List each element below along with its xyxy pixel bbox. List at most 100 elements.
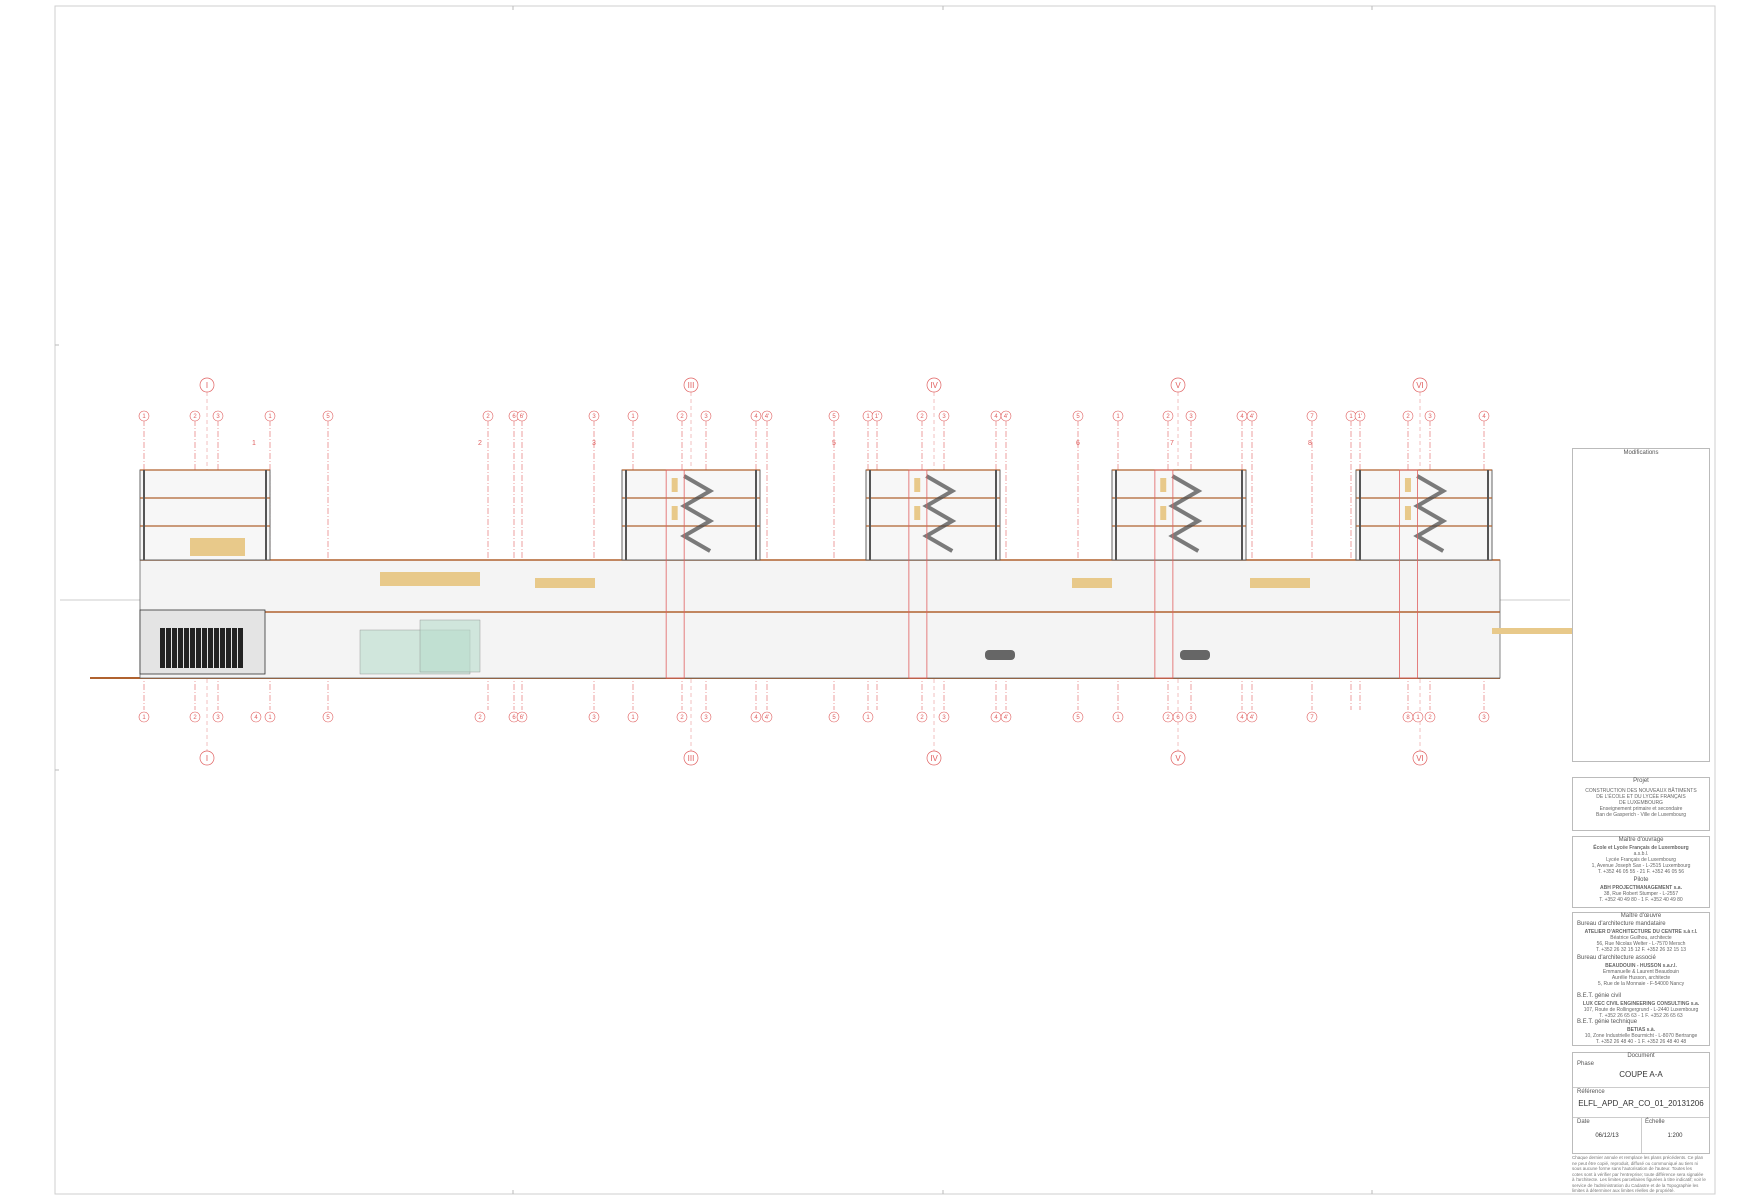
grid-label-bottom: 2 xyxy=(1166,715,1170,721)
seat-row xyxy=(220,628,225,668)
ramp xyxy=(1492,628,1572,634)
grid-label-top: 3 xyxy=(704,414,708,420)
divider xyxy=(1573,1087,1709,1088)
mandataire-lines-line: 56, Rue Nicolas Welter - L-7570 Mersch xyxy=(1596,941,1686,947)
grid-bubble xyxy=(1112,410,1124,422)
grid-bubble xyxy=(1354,410,1366,422)
seat-row xyxy=(202,628,207,668)
grid-bubble xyxy=(250,711,262,723)
bet-lines-line: T. +352 26 65 63 - 1 F. +352 26 65 63 xyxy=(1599,1013,1683,1019)
grid-label-top: 4' xyxy=(1250,414,1254,420)
grid-label-top: 7 xyxy=(1310,414,1314,420)
grid-label-upper: 2 xyxy=(478,440,482,447)
grid-bubble xyxy=(761,410,773,422)
grid-bubble xyxy=(676,711,688,723)
door xyxy=(1160,506,1167,520)
seat-row xyxy=(190,628,195,668)
grid-bubble xyxy=(1000,410,1012,422)
grid-bubble xyxy=(750,711,762,723)
grid-label-top: 1' xyxy=(875,414,879,420)
bet-tech-lines: BETIAS s.à.10, Zone Industrielle Bourmic… xyxy=(1573,1027,1709,1045)
seat-row xyxy=(214,628,219,668)
axis-label-bottom: IV xyxy=(930,754,938,763)
document-box: Document Phase COUPE A-A Référence ELFL_… xyxy=(1572,1052,1710,1154)
grid-label-top: 1 xyxy=(866,414,870,420)
grid-label-bottom: 4 xyxy=(1240,715,1244,721)
date-label: Date xyxy=(1577,1119,1590,1125)
grid-bubble xyxy=(1246,711,1258,723)
grid-label-bottom: 1 xyxy=(866,715,870,721)
bet-tech-label: B.E.T. génie technique xyxy=(1577,1019,1638,1025)
grid-label-top: 6 xyxy=(512,414,516,420)
grid-label-top: 2 xyxy=(920,414,924,420)
divider xyxy=(1641,1117,1642,1153)
stair-flight xyxy=(922,474,957,553)
wood-panel xyxy=(1072,578,1112,588)
grid-label-top: 4 xyxy=(1482,414,1486,420)
grid-label-top: 1' xyxy=(1358,414,1362,420)
stair-flight xyxy=(1168,474,1203,553)
grid-label-top: 2 xyxy=(193,414,197,420)
client-lines-line: 1, Avenue Joseph Sax - L-2515 Luxembourg xyxy=(1591,863,1691,869)
associe-lines: BEAUDOUIN - HUSSON s.a.r.l.Emmanuelle & … xyxy=(1573,963,1709,987)
grid-bubble xyxy=(482,410,494,422)
grid-bubble xyxy=(1478,410,1490,422)
grid-bubble xyxy=(761,711,773,723)
grid-label-bottom: 5 xyxy=(1076,715,1080,721)
maitre-oeuvre-label: Maître d'œuvre xyxy=(1620,913,1662,919)
mandataire-label: Bureau d'architecture mandataire xyxy=(1577,921,1666,927)
grid-label-bottom: 6 xyxy=(512,715,516,721)
grid-bubble xyxy=(516,410,528,422)
car xyxy=(985,650,1015,660)
elevator-shaft xyxy=(1154,469,1174,679)
grid-label-bottom: 2 xyxy=(193,715,197,721)
client-box: Maître d'ouvrage École et Lycée Français… xyxy=(1572,836,1710,908)
notice-line: à l'architecte. Les limites parcellaires… xyxy=(1572,1177,1706,1182)
grid-label-bottom: 4 xyxy=(254,715,258,721)
axis-label-bottom: III xyxy=(688,754,695,763)
seat-row xyxy=(232,628,237,668)
grid-label-bottom: 4' xyxy=(1250,715,1254,721)
axis-bubble xyxy=(683,377,699,393)
bet-tech-lines-line: 10, Zone Industrielle Bourmicht - L-8070… xyxy=(1584,1033,1698,1039)
grid-bubble xyxy=(916,410,928,422)
grid-bubble xyxy=(828,711,840,723)
project-box: Projet CONSTRUCTION DES NOUVEAUX BÂTIMEN… xyxy=(1572,777,1710,831)
grid-label-top: 1 xyxy=(1116,414,1120,420)
document-title: COUPE A-A xyxy=(1619,1070,1663,1079)
grid-label-bottom: 5 xyxy=(832,715,836,721)
grid-label-top: 3 xyxy=(216,414,220,420)
grid-bubble xyxy=(627,410,639,422)
notice-line: Chaque dernier annule et remplace les pl… xyxy=(1572,1155,1704,1160)
axis-bubble xyxy=(199,377,215,393)
grid-label-bottom: 2 xyxy=(1428,715,1432,721)
grid-label-upper: 5 xyxy=(832,440,836,447)
grid-label-bottom: 3 xyxy=(592,715,596,721)
grid-bubble xyxy=(700,711,712,723)
wood-panel xyxy=(190,538,245,556)
pilote-lines-line: T. +352 40 49 80 - 1 F. +352 40 49 80 xyxy=(1599,897,1683,903)
grid-bubble xyxy=(322,410,334,422)
grid-label-bottom: 1 xyxy=(631,715,635,721)
door xyxy=(914,478,921,492)
client-lines-line: Lycée Français de Luxembourg xyxy=(1606,857,1676,863)
tower-volume xyxy=(865,469,1001,561)
notice-line: cotes sont à vérifier par l'entreprise; … xyxy=(1572,1171,1704,1177)
grid-label-bottom: 2 xyxy=(478,715,482,721)
grid-bubble xyxy=(212,711,224,723)
axis-bubble xyxy=(1412,750,1428,766)
grid-label-bottom: 8 xyxy=(1406,715,1410,721)
axis-label-top: VI xyxy=(1416,381,1424,390)
grid-label-top: 4' xyxy=(1004,414,1008,420)
grid-bubble xyxy=(474,711,486,723)
door xyxy=(671,506,678,520)
grid-label-top: 3 xyxy=(592,414,596,420)
project-lines-line: Enseignement primaire et secondaire xyxy=(1599,806,1683,812)
axis-bubble xyxy=(683,750,699,766)
project-lines-line: CONSTRUCTION DES NOUVEAUX BÂTIMENTS xyxy=(1585,788,1697,794)
grid-label-bottom: 7 xyxy=(1310,715,1314,721)
seat-row xyxy=(208,628,213,668)
grid-label-top: 2 xyxy=(1406,414,1410,420)
grid-label-upper: 7 xyxy=(1170,440,1174,447)
